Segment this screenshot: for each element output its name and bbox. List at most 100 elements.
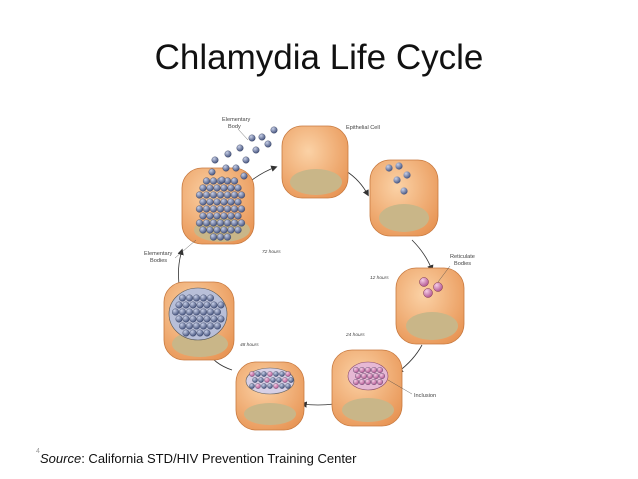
elementary-body <box>208 168 216 176</box>
label-epithelial-cell: Epithelial Cell <box>346 125 380 131</box>
elementary-body <box>223 219 232 227</box>
reticulate-body <box>371 379 377 385</box>
arrow-2 <box>345 170 369 197</box>
elementary-body <box>234 184 242 192</box>
page-number: 4 <box>36 448 40 455</box>
inclusion-reticulate-bodies <box>353 367 385 385</box>
elementary-body <box>175 315 183 323</box>
elementary-body <box>220 198 228 206</box>
chlamydia-body <box>261 383 267 389</box>
elementary-body <box>179 294 186 302</box>
cell-mixed <box>235 361 305 431</box>
elementary-body <box>217 315 225 323</box>
chlamydia-body <box>264 377 270 383</box>
elementary-body <box>200 294 207 302</box>
reticulate-body <box>379 373 385 379</box>
elementary-body <box>237 219 246 227</box>
elementary-body <box>213 226 221 234</box>
elementary-body <box>230 205 239 213</box>
elementary-body <box>216 219 225 227</box>
label-72-hours: 72 hours <box>262 249 281 255</box>
cell-reticulate <box>395 267 465 345</box>
elementary-body <box>223 233 232 241</box>
elementary-body <box>252 146 260 154</box>
elementary-body <box>237 191 246 199</box>
elementary-body <box>193 308 200 316</box>
slide-title: Chlamydia Life Cycle <box>154 38 484 77</box>
elementary-body <box>216 233 225 241</box>
released-elementary-bodies <box>208 126 278 184</box>
diagram-labels: Elementary Body Epithelial Cell Reticula… <box>144 117 475 399</box>
chlamydia-body <box>261 371 267 377</box>
cell-burst <box>181 167 255 245</box>
elementary-body <box>248 134 256 142</box>
arrow-5 <box>300 401 335 408</box>
elementary-body <box>193 322 200 330</box>
elementary-body <box>172 308 179 316</box>
elementary-body <box>213 198 221 206</box>
elementary-body <box>213 212 221 220</box>
elementary-body <box>195 219 204 227</box>
elementary-body <box>179 322 186 330</box>
chlamydia-body <box>276 377 282 383</box>
elementary-body <box>270 126 278 134</box>
elementary-body <box>236 144 244 152</box>
elementary-body <box>214 322 221 330</box>
elementary-body <box>211 156 219 164</box>
chlamydia-body <box>249 371 255 377</box>
elementary-body <box>203 315 211 323</box>
elementary-body <box>209 219 218 227</box>
elementary-body <box>199 198 207 206</box>
elementary-body <box>223 191 232 199</box>
elementary-body <box>222 164 230 172</box>
elementary-body <box>234 226 242 234</box>
elementary-body <box>209 191 218 199</box>
elementary-body <box>237 205 246 213</box>
cell-full <box>163 281 235 361</box>
source-text: : California STD/HIV Prevention Training… <box>81 451 357 466</box>
label-elementary-top-1: Elementary <box>222 117 250 123</box>
label-elementary-left-1: Elementary <box>144 251 172 257</box>
label-elementary-left-2: Bodies <box>150 258 167 264</box>
elementary-body <box>186 322 193 330</box>
elementary-body <box>218 176 226 184</box>
elementary-body <box>206 198 214 206</box>
elementary-body <box>227 198 235 206</box>
elementary-body <box>200 308 207 316</box>
elementary-body <box>199 226 207 234</box>
elementary-body <box>209 177 218 185</box>
label-12-hours: 12 hours <box>370 275 389 281</box>
elementary-body <box>175 301 183 309</box>
elementary-body <box>234 198 242 206</box>
cell-full-elementary-bodies <box>172 294 225 337</box>
elementary-body <box>223 205 232 213</box>
chlamydia-body <box>267 371 273 377</box>
elementary-body <box>182 329 190 337</box>
arrow-3 <box>411 239 434 272</box>
elementary-body <box>227 212 235 220</box>
elementary-body <box>227 226 235 234</box>
chlamydia-body <box>270 377 276 383</box>
elementary-body <box>220 226 228 234</box>
cell-entry-nucleus <box>379 204 429 232</box>
reticulate-body <box>377 379 383 385</box>
elementary-body <box>220 212 228 220</box>
chlamydia-body <box>255 383 261 389</box>
elementary-body <box>210 301 218 309</box>
elementary-body <box>195 205 204 213</box>
elementary-body <box>230 219 239 227</box>
elementary-body <box>206 184 214 192</box>
elementary-body <box>202 177 211 185</box>
label-48-hours: 48 hours <box>240 342 259 348</box>
chlamydia-body <box>285 383 291 389</box>
elementary-body <box>179 308 186 316</box>
elementary-body <box>209 233 218 241</box>
elementary-body <box>196 301 204 309</box>
reticulate-body <box>367 373 373 379</box>
label-elementary-top-2: Body <box>228 124 241 130</box>
elementary-body <box>186 294 193 302</box>
reticulate-body <box>355 373 361 379</box>
elementary-body <box>220 184 228 192</box>
chlamydia-body <box>252 377 258 383</box>
